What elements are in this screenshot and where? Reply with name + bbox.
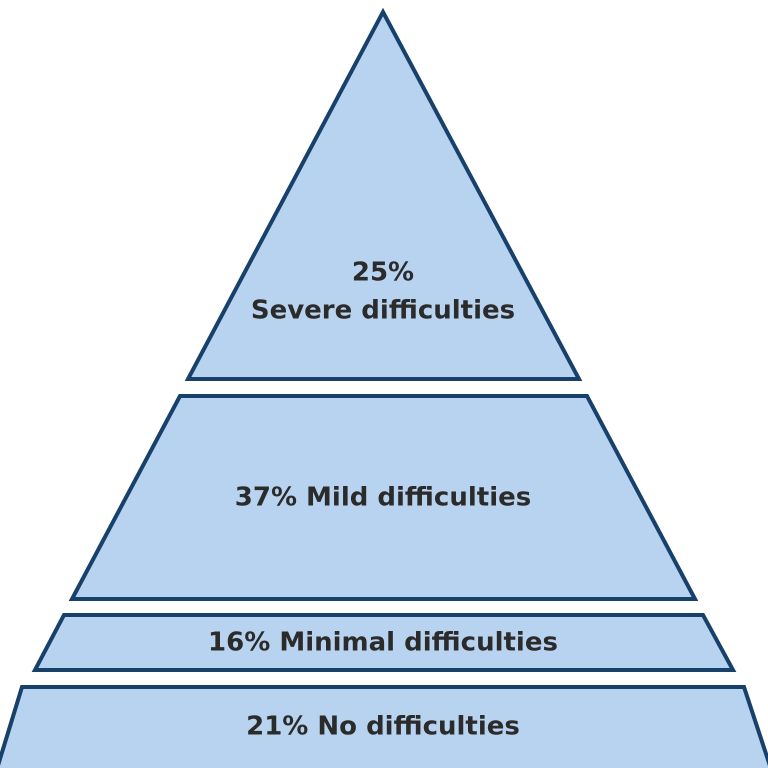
pyramid-layer-none: 21% No difficulties	[0, 685, 768, 768]
layer-label-severe: Severe difficulties	[251, 296, 515, 326]
layer-label-minimal: 16% Minimal difficulties	[208, 628, 558, 658]
layer-percent-severe: 25%	[352, 258, 414, 288]
layer-shape-minimal	[31, 613, 737, 672]
layer-shape-none	[0, 685, 768, 768]
layer-label-none: 21% No difficulties	[246, 712, 520, 742]
pyramid-layer-minimal: 16% Minimal difficulties	[31, 613, 737, 672]
layer-shape-severe	[184, 7, 583, 381]
pyramid-layer-mild: 37% Mild difficulties	[68, 394, 699, 601]
layer-shape-mild	[68, 394, 699, 601]
layer-label-mild: 37% Mild difficulties	[235, 483, 531, 513]
pyramid-layer-severe: 25% Severe difficulties	[184, 7, 583, 381]
